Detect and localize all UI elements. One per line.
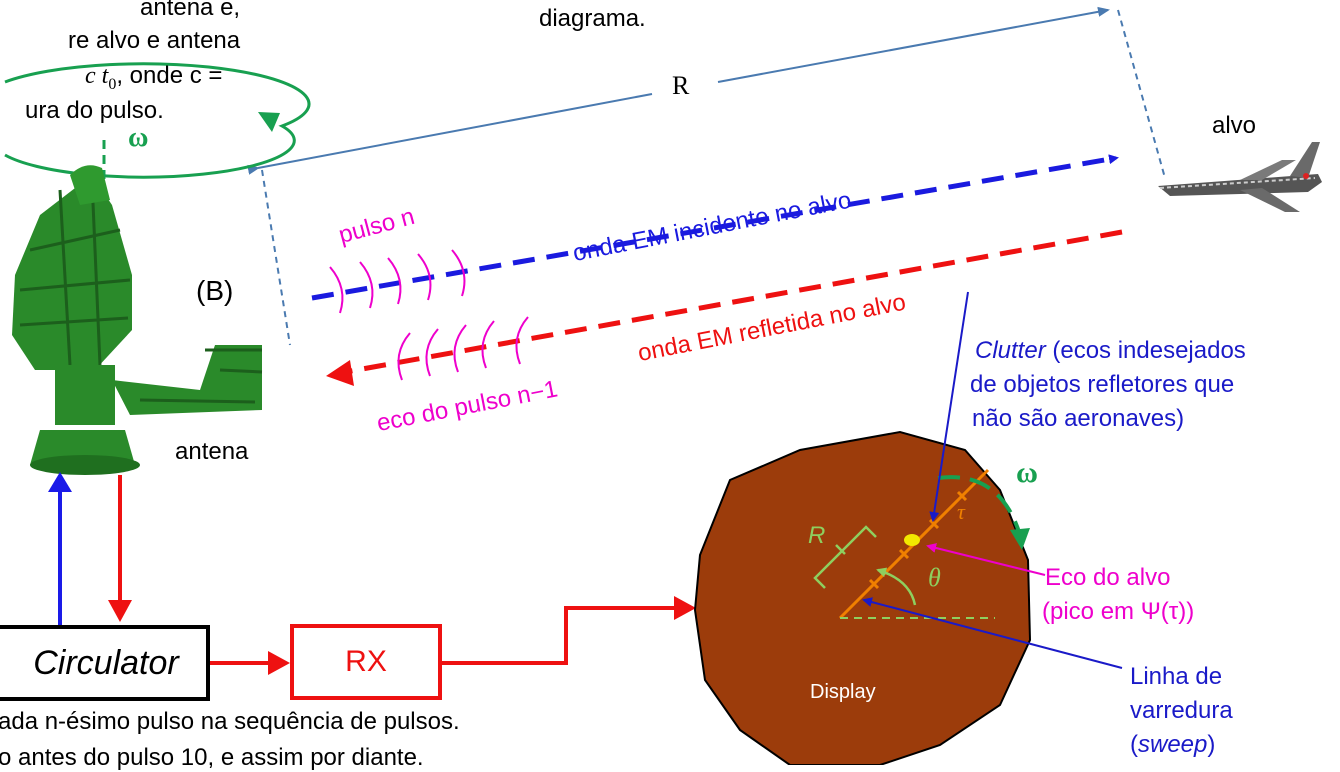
sweep-pointer: [862, 597, 1123, 669]
clutter-desc: (ecos indesejados: [1045, 337, 1246, 364]
clutter-pointer: [929, 291, 969, 522]
theta-arc: [876, 567, 917, 606]
bottom-text-line1: ada n-ésimo pulso na sequência de pulsos…: [0, 708, 460, 735]
range-bracket: [813, 525, 877, 589]
antenna-label: antena: [175, 438, 249, 465]
echo-target-line2: (pico em Ψ(τ)): [1042, 598, 1195, 625]
target-label: alvo: [1212, 112, 1257, 139]
circulator-box: Circulator: [0, 625, 210, 701]
theta-label: θ: [928, 563, 941, 592]
rx-to-display-arrow: [442, 606, 676, 665]
rx-box: RX: [290, 624, 442, 700]
echo-target-line1: Eco do alvo: [1045, 564, 1171, 591]
caption-top: diagrama.: [539, 5, 646, 32]
omega-antenna-label: ω: [128, 122, 149, 153]
range-label: R: [672, 71, 690, 100]
intro-text-line1: antena e,: [140, 0, 241, 21]
intro-formula-sub: 0: [108, 75, 117, 93]
range-ref-left: [261, 169, 291, 346]
sweep-note-line1: Linha de: [1130, 663, 1223, 690]
reflected-wave-arrowhead: [326, 360, 354, 386]
display-range-label: R: [808, 522, 826, 549]
incident-wave-line: [311, 154, 1119, 301]
sweep-note-line2: varredura: [1130, 697, 1233, 724]
intro-text-line4: ura do pulso.: [25, 97, 164, 124]
intro-text-line2: re alvo e antena: [68, 27, 241, 54]
intro-text-line3: c t0, onde c =: [85, 62, 222, 99]
clutter-note-line2: de objetos refletores que: [970, 371, 1235, 398]
intro-formula-rest: , onde c =: [116, 62, 223, 89]
sweep-note-line3: (sweep): [1130, 731, 1215, 759]
reflected-wave-line: [339, 229, 1123, 376]
bottom-text-line2: o antes do pulso 10, e assim por diante.: [0, 744, 424, 771]
clutter-term: Clutter: [975, 337, 1046, 364]
clutter-note-line3: não são aeronaves): [972, 405, 1185, 432]
antenna-icon: [12, 165, 263, 475]
echo-arcs: [397, 316, 529, 381]
display-rotation-arc: [937, 475, 1022, 536]
rx-label: RX: [345, 645, 387, 678]
intro-formula: c t: [85, 63, 109, 89]
range-ref-right: [1117, 9, 1166, 179]
target-blip: [904, 534, 920, 546]
sweep-paren-close: ): [1207, 731, 1216, 758]
range-arrow: [247, 6, 1110, 175]
echo-pointer: [926, 543, 1046, 576]
antenna-rotation: [4, 62, 311, 179]
sweep-term: sweep: [1138, 731, 1208, 758]
circulator-label: Circulator: [33, 643, 179, 682]
sweep-paren-open: (: [1130, 731, 1138, 758]
airplane-icon: [1158, 142, 1322, 212]
clutter-note-line1: Clutter (ecos indesejados: [975, 337, 1246, 365]
display-label: Display: [810, 681, 876, 703]
omega-display-label: ω: [1016, 456, 1038, 489]
pulse-n-arcs: [329, 249, 466, 314]
label-b: (B): [196, 275, 234, 306]
tau-label: τ: [957, 499, 965, 524]
